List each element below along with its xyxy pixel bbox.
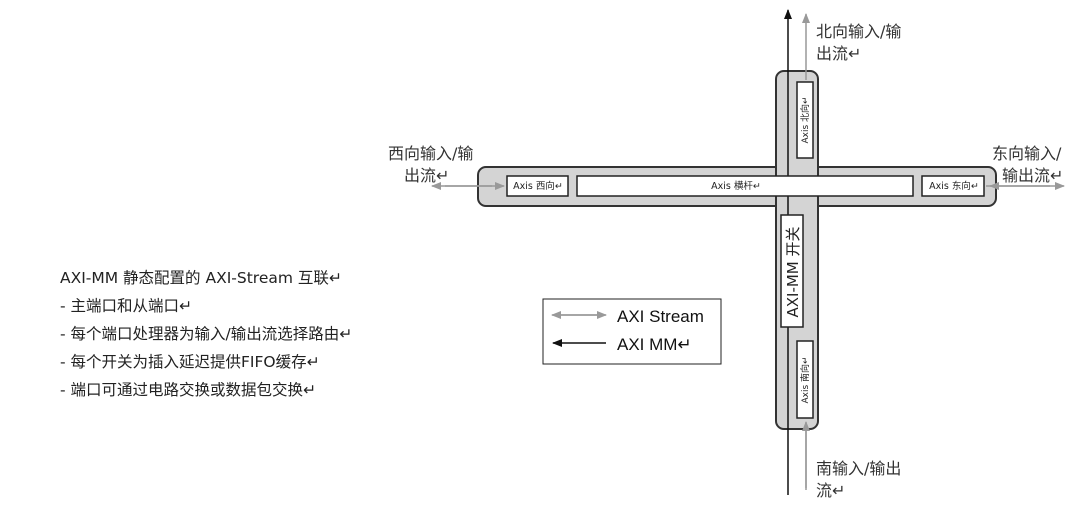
legend-stream-label: AXI Stream: [617, 307, 704, 326]
east-box: [921, 175, 985, 197]
west-label-line1: 西向输入/输: [388, 144, 474, 163]
bullet-2: - 每个端口处理器为输入/输出流选择路由↵: [60, 325, 353, 343]
north-label-line1: 北向输入/输: [816, 22, 902, 41]
south-label-line1: 南输入/输出: [816, 459, 902, 478]
south-box-label: Axis 南向↵: [799, 356, 811, 403]
crossbar-box-label: Axis 横杆↵: [711, 180, 761, 192]
switch-box-label: AXI-MM 开关: [784, 226, 802, 317]
north-label-line2: 出流↵: [816, 44, 862, 63]
south-label: 南输入/输出 流↵: [816, 458, 901, 502]
legend-mm-label: AXI MM↵: [617, 335, 692, 354]
description: AXI-MM 静态配置的 AXI-Stream 互联↵ - 主端口和从端口↵ -…: [60, 264, 352, 404]
legend-box: [542, 298, 722, 365]
east-label: 东向输入/ 输出流↵: [992, 143, 1063, 187]
switch-box: [780, 214, 804, 328]
crossbar-box: [576, 175, 914, 197]
north-box: [796, 81, 814, 159]
north-label: 北向输入/输 出流↵: [816, 21, 901, 65]
south-box: [796, 340, 814, 419]
west-label: 西向输入/输 出流↵: [388, 143, 473, 187]
bullet-3: - 每个开关为插入延迟提供FIFO缓存↵: [60, 353, 320, 371]
east-label-line1: 东向输入/: [992, 144, 1062, 163]
bullet-1: - 主端口和从端口↵: [60, 297, 193, 315]
west-label-line2: 出流↵: [404, 166, 450, 185]
bullet-4: - 端口可通过电路交换或数据包交换↵: [60, 381, 317, 399]
east-box-label: Axis 东向↵: [929, 180, 979, 192]
north-box-label: Axis 北向↵: [799, 96, 811, 143]
south-label-line2: 流↵: [816, 481, 846, 500]
west-box-label: Axis 西向↵: [513, 180, 563, 192]
east-label-line2: 输出流↵: [1002, 166, 1064, 185]
description-title: AXI-MM 静态配置的 AXI-Stream 互联↵: [60, 269, 342, 287]
west-box: [506, 175, 569, 197]
